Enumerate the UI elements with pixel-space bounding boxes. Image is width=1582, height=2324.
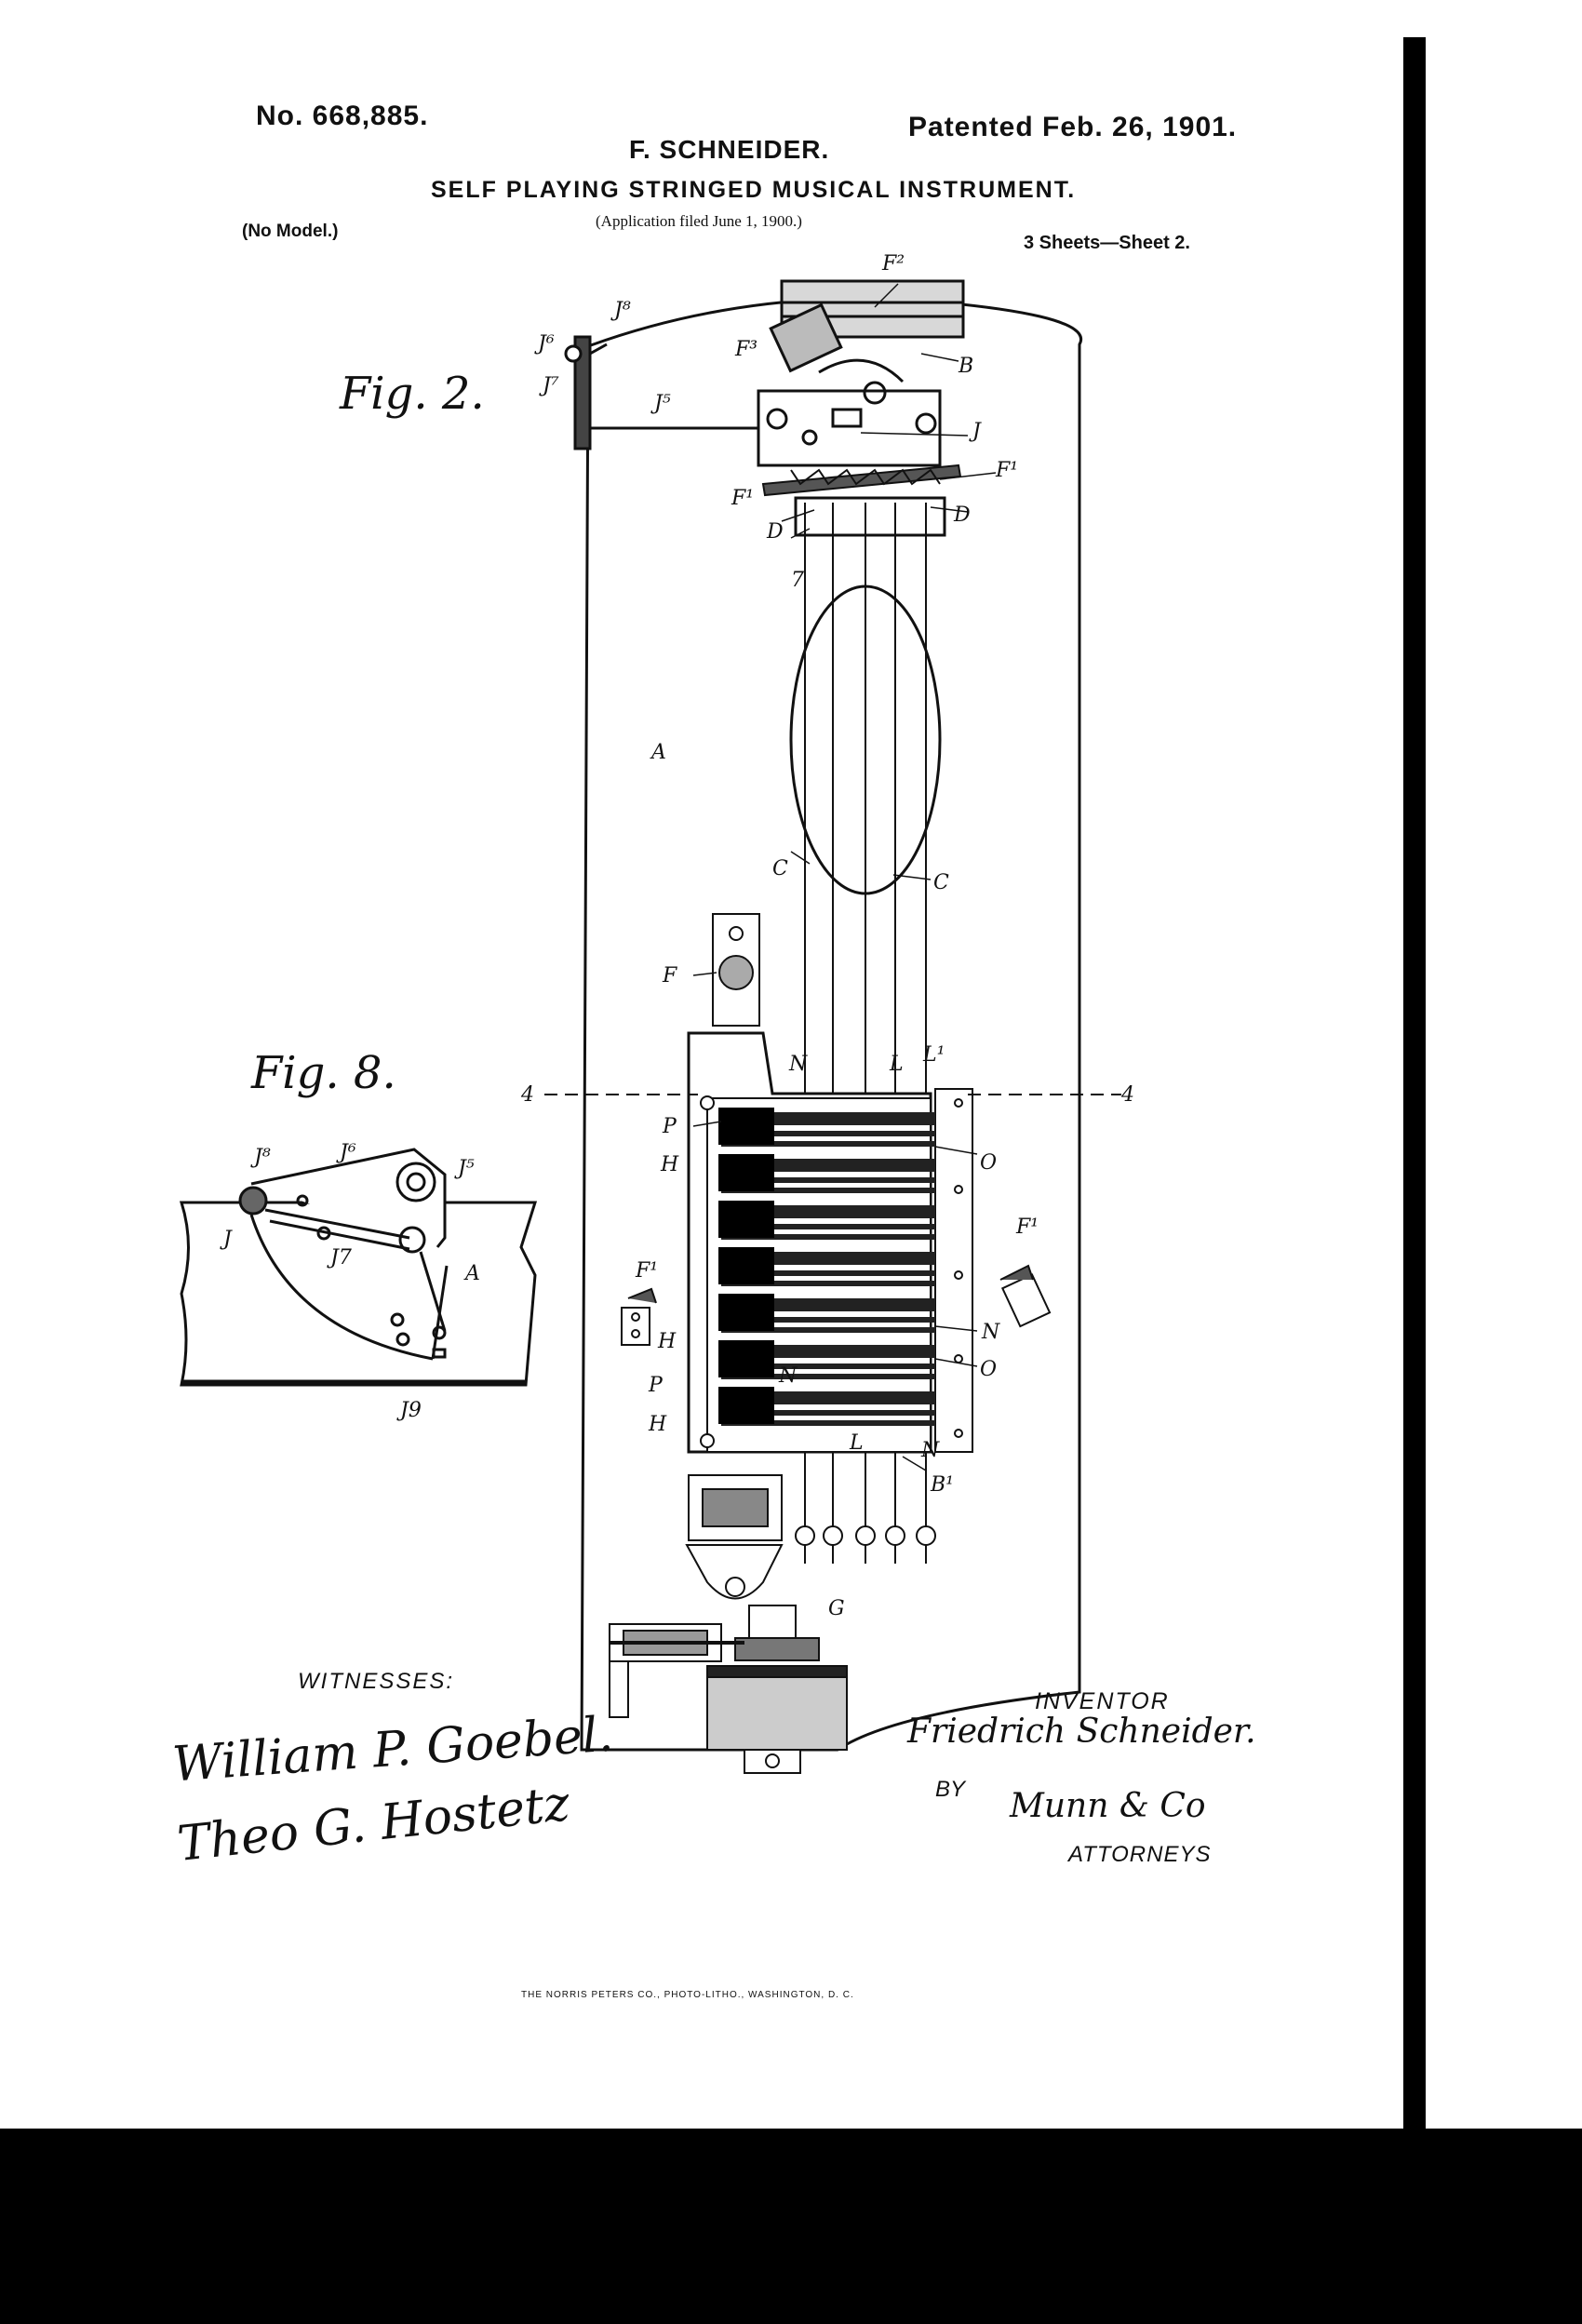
label-J5: J⁵	[650, 392, 671, 415]
inventor-signature: Friedrich Schneider.	[907, 1713, 1256, 1751]
printer-credit: THE NORRIS PETERS CO., PHOTO-LITHO., WAS…	[521, 1990, 854, 2000]
label-section-4-right: 4	[1120, 1083, 1134, 1107]
hammer-heads	[718, 1108, 774, 1424]
label-F3: F³	[734, 338, 757, 361]
fig8-label-J8: J⁸	[250, 1146, 271, 1169]
label-N-right: N	[981, 1321, 1000, 1344]
scan-edge-right	[1403, 37, 1426, 2129]
fig8-label-J7: J7	[327, 1246, 352, 1269]
fig8-label-A: A	[463, 1262, 480, 1285]
label-P-bottom: P	[648, 1374, 664, 1397]
label-F2: F²	[881, 252, 905, 275]
label-N-middle: N	[778, 1364, 798, 1388]
label-D-right: D	[953, 504, 971, 527]
label-L1: L¹	[922, 1043, 945, 1067]
label-F1-top-left: F¹	[731, 487, 754, 510]
patent-number: No. 668,885.	[256, 101, 429, 131]
drive-gearing	[609, 1474, 848, 1774]
part-labels: F² F³ B J⁸ J⁶ J⁷ J⁵ J F¹ F¹ D D 7 A C C …	[220, 252, 1134, 1620]
attorney-signature: Munn & Co	[1010, 1787, 1206, 1825]
tuning-teeth	[761, 463, 962, 497]
side-brackets	[621, 1264, 1052, 1346]
label-P-top: P	[662, 1115, 677, 1138]
label-B: B	[958, 355, 973, 378]
scan-edge-bottom	[0, 2129, 1582, 2324]
label-J: J	[969, 420, 982, 443]
label-F1-top-right: F¹	[995, 459, 1018, 482]
label-D-left: D	[766, 520, 784, 544]
fig8-label-J9: J9	[396, 1399, 422, 1422]
label-H-bottom: H	[648, 1413, 667, 1436]
label-N-top: N	[788, 1053, 808, 1076]
tuning-pins	[795, 1525, 936, 1546]
label-O-top: O	[980, 1151, 997, 1175]
label-section-4-left: 4	[520, 1083, 534, 1107]
label-A: A	[650, 741, 666, 764]
fig8-drawing	[179, 1148, 538, 1387]
label-J7: J⁷	[539, 374, 559, 397]
label-F: F	[662, 964, 677, 987]
fig8-label-J: J	[220, 1228, 233, 1251]
sheet-info: 3 Sheets—Sheet 2.	[1024, 233, 1190, 253]
string-bridge-top	[794, 496, 946, 537]
label-B1: B¹	[930, 1473, 954, 1497]
peg-head	[757, 279, 965, 467]
by-label: BY	[935, 1777, 966, 1802]
figure-8-label: Fig. 8.	[251, 1047, 396, 1099]
label-J8: J⁸	[610, 299, 631, 322]
hammer-rows	[721, 1112, 935, 1426]
label-N-bottom: N	[920, 1439, 940, 1462]
witnesses-label: WITNESSES:	[298, 1669, 455, 1694]
label-H-top: H	[660, 1153, 679, 1176]
model-note: (No Model.)	[242, 222, 339, 241]
inventor-label: INVENTOR	[1035, 1688, 1170, 1714]
sound-hole	[789, 584, 942, 895]
application-filed: (Application filed June 1, 1900.)	[596, 212, 802, 230]
label-L-bottom: L	[849, 1431, 864, 1455]
leader-lines	[692, 283, 997, 1471]
attorneys-label: ATTORNEYS	[1068, 1842, 1212, 1867]
label-H-middle: H	[657, 1330, 677, 1353]
instrument-body	[580, 296, 1083, 1752]
label-C-left: C	[772, 857, 788, 880]
label-G: G	[828, 1597, 845, 1620]
patented-date: Patented Feb. 26, 1901.	[908, 112, 1238, 142]
label-L-top: L	[889, 1053, 904, 1076]
label-O-bottom: O	[980, 1358, 997, 1381]
fig8-label-J5: J⁵	[454, 1157, 475, 1180]
label-F1-right: F¹	[1015, 1216, 1039, 1239]
patent-title: SELF PLAYING STRINGED MUSICAL INSTRUMENT…	[431, 177, 1077, 203]
figure-2-label: Fig. 2.	[340, 368, 485, 420]
label-J6: J⁶	[534, 332, 555, 356]
fig8-label-J6: J⁶	[336, 1141, 356, 1164]
label-C-right: C	[933, 871, 949, 894]
fig2-side-lever	[564, 335, 758, 450]
inventor-name: F. SCHNEIDER.	[629, 135, 830, 164]
label-F1-left: F¹	[635, 1259, 658, 1283]
label-7: 7	[791, 569, 804, 592]
